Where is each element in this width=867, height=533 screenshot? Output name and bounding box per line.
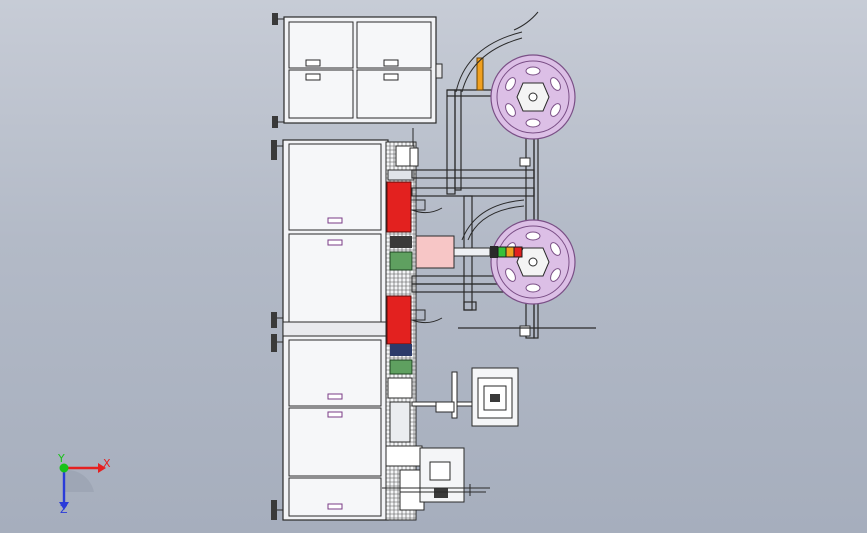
tape-guide-arc <box>461 199 525 241</box>
red-motor-block <box>386 181 412 233</box>
inspection-station <box>411 367 519 427</box>
z-axis-label: Z <box>60 503 68 516</box>
upper-reel <box>490 54 576 140</box>
coordinate-triad <box>59 463 106 510</box>
control-board <box>389 251 413 271</box>
lower-cabinet <box>271 139 389 521</box>
y-axis-marker <box>59 463 69 473</box>
orange-bar <box>476 57 484 91</box>
tension-unit <box>415 235 523 269</box>
red-motor-block <box>386 295 412 345</box>
takeoff-unit <box>382 447 490 503</box>
x-axis-label: X <box>103 457 111 470</box>
y-axis-label: Y <box>58 452 65 465</box>
tape-guide-arc <box>455 11 539 93</box>
control-board <box>389 359 413 375</box>
process-strip <box>385 128 443 521</box>
reel-frame <box>411 89 540 339</box>
upper-cabinet <box>272 13 443 128</box>
lower-reel <box>490 219 576 305</box>
